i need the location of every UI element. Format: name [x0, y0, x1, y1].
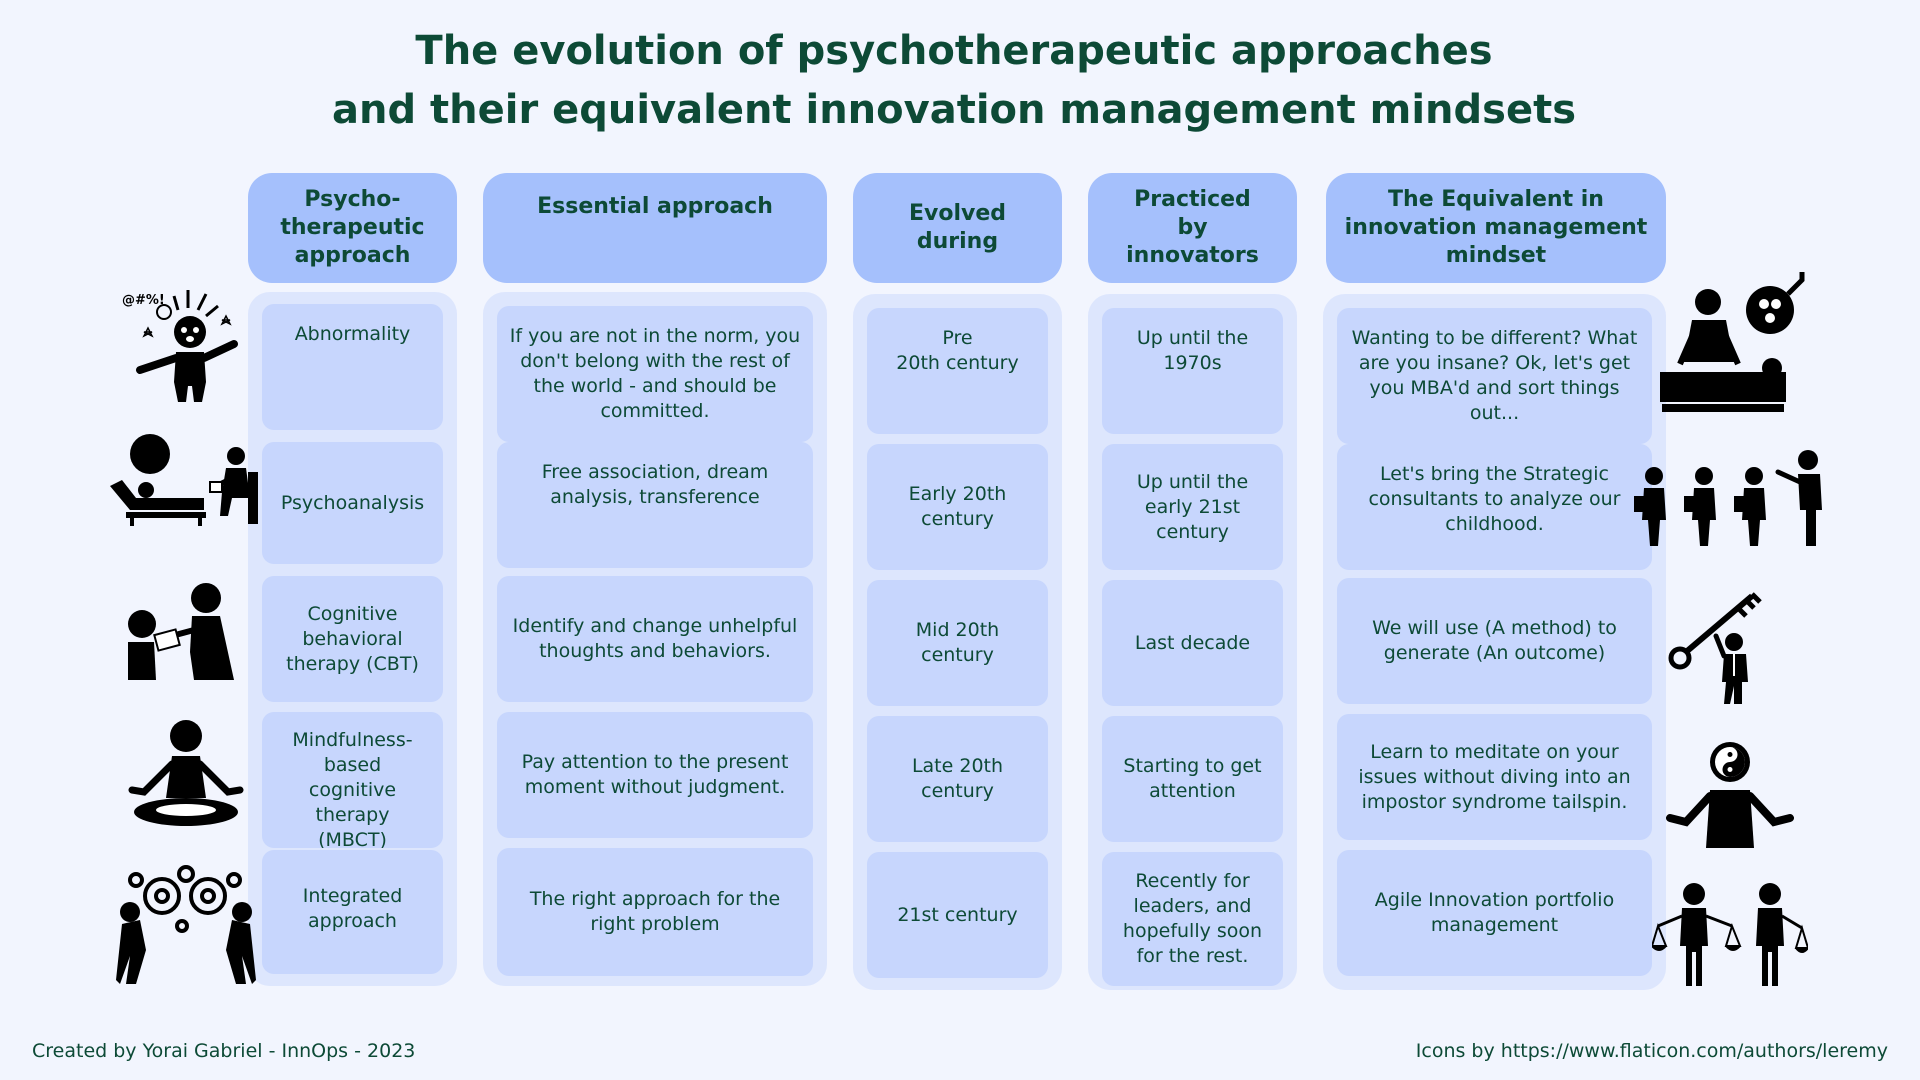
cell-equivalent-abnormality: Wanting to be different? What are you in… [1337, 308, 1652, 444]
meditating-person-icon [128, 720, 244, 826]
cell-equivalent-mbct: Learn to meditate on your issues without… [1337, 714, 1652, 840]
yin-yang-person-icon [1666, 742, 1794, 848]
cell-evolved-cbt: Mid 20th century [867, 580, 1048, 706]
title-line-2: and their equivalent innovation manageme… [331, 87, 1577, 133]
cell-approach-integrated: Integrated approach [262, 850, 443, 974]
cell-essential-integrated: The right approach for the right problem [497, 848, 813, 976]
cell-evolved-psychoanalysis: Early 20th century [867, 444, 1048, 570]
cell-evolved-mbct: Late 20th century [867, 716, 1048, 842]
cell-practiced-abnormality: Up until the 1970s [1102, 308, 1283, 434]
cell-essential-cbt: Identify and change unhelpful thoughts a… [497, 576, 813, 702]
person-with-key-icon [1668, 592, 1762, 704]
cell-practiced-cbt: Last decade [1102, 580, 1283, 706]
cell-evolved-integrated: 21st century [867, 852, 1048, 978]
counseling-session-icon [128, 583, 234, 680]
consultants-group-icon [1634, 450, 1822, 546]
cell-equivalent-integrated: Agile Innovation portfolio management [1337, 850, 1652, 976]
cell-equivalent-cbt: We will use (A method) to generate (An o… [1337, 578, 1652, 704]
header-essential-approach: Essential approach [483, 173, 827, 283]
cell-essential-psychoanalysis: Free association, dream analysis, transf… [497, 442, 813, 568]
cell-practiced-integrated: Recently for leaders, and hopefully soon… [1102, 852, 1283, 986]
cell-practiced-psychoanalysis: Up until the early 21st century [1102, 444, 1283, 570]
people-gears-icon [116, 865, 256, 984]
page-title: The evolution of psychotherapeutic appro… [0, 22, 1908, 140]
angry-person-icon: @#%! [122, 290, 238, 402]
svg-text:@#%!: @#%! [122, 293, 165, 308]
cell-approach-psychoanalysis: Psychoanalysis [262, 442, 443, 564]
cell-practiced-mbct: Starting to get attention [1102, 716, 1283, 842]
cell-approach-abnormality: Abnormality [262, 304, 443, 430]
surgeon-operating-icon [1660, 272, 1805, 412]
cell-approach-mbct: Mindfulness- based cognitive therapy (MB… [262, 712, 443, 848]
footer-credit: Created by Yorai Gabriel - InnOps - 2023 [32, 1040, 416, 1062]
header-innovation-equivalent: The Equivalent in innovation management … [1326, 173, 1666, 283]
title-line-1: The evolution of psychotherapeutic appro… [415, 28, 1493, 74]
cell-approach-cbt: Cognitive behavioral therapy (CBT) [262, 576, 443, 702]
cell-essential-abnormality: If you are not in the norm, you don't be… [497, 306, 813, 442]
therapist-couch-icon [110, 434, 258, 526]
cell-evolved-abnormality: Pre 20th century [867, 308, 1048, 434]
cell-essential-mbct: Pay attention to the present moment with… [497, 712, 813, 838]
header-psychotherapeutic-approach: Psycho- therapeutic approach [248, 173, 457, 283]
people-scales-icon [1652, 883, 1808, 986]
cell-equivalent-psychoanalysis: Let's bring the Strategic consultants to… [1337, 444, 1652, 570]
header-practiced-by-innovators: Practiced by innovators [1088, 173, 1297, 283]
footer-icons-credit: Icons by https://www.flaticon.com/author… [1415, 1040, 1888, 1062]
header-evolved-during: Evolved during [853, 173, 1062, 283]
